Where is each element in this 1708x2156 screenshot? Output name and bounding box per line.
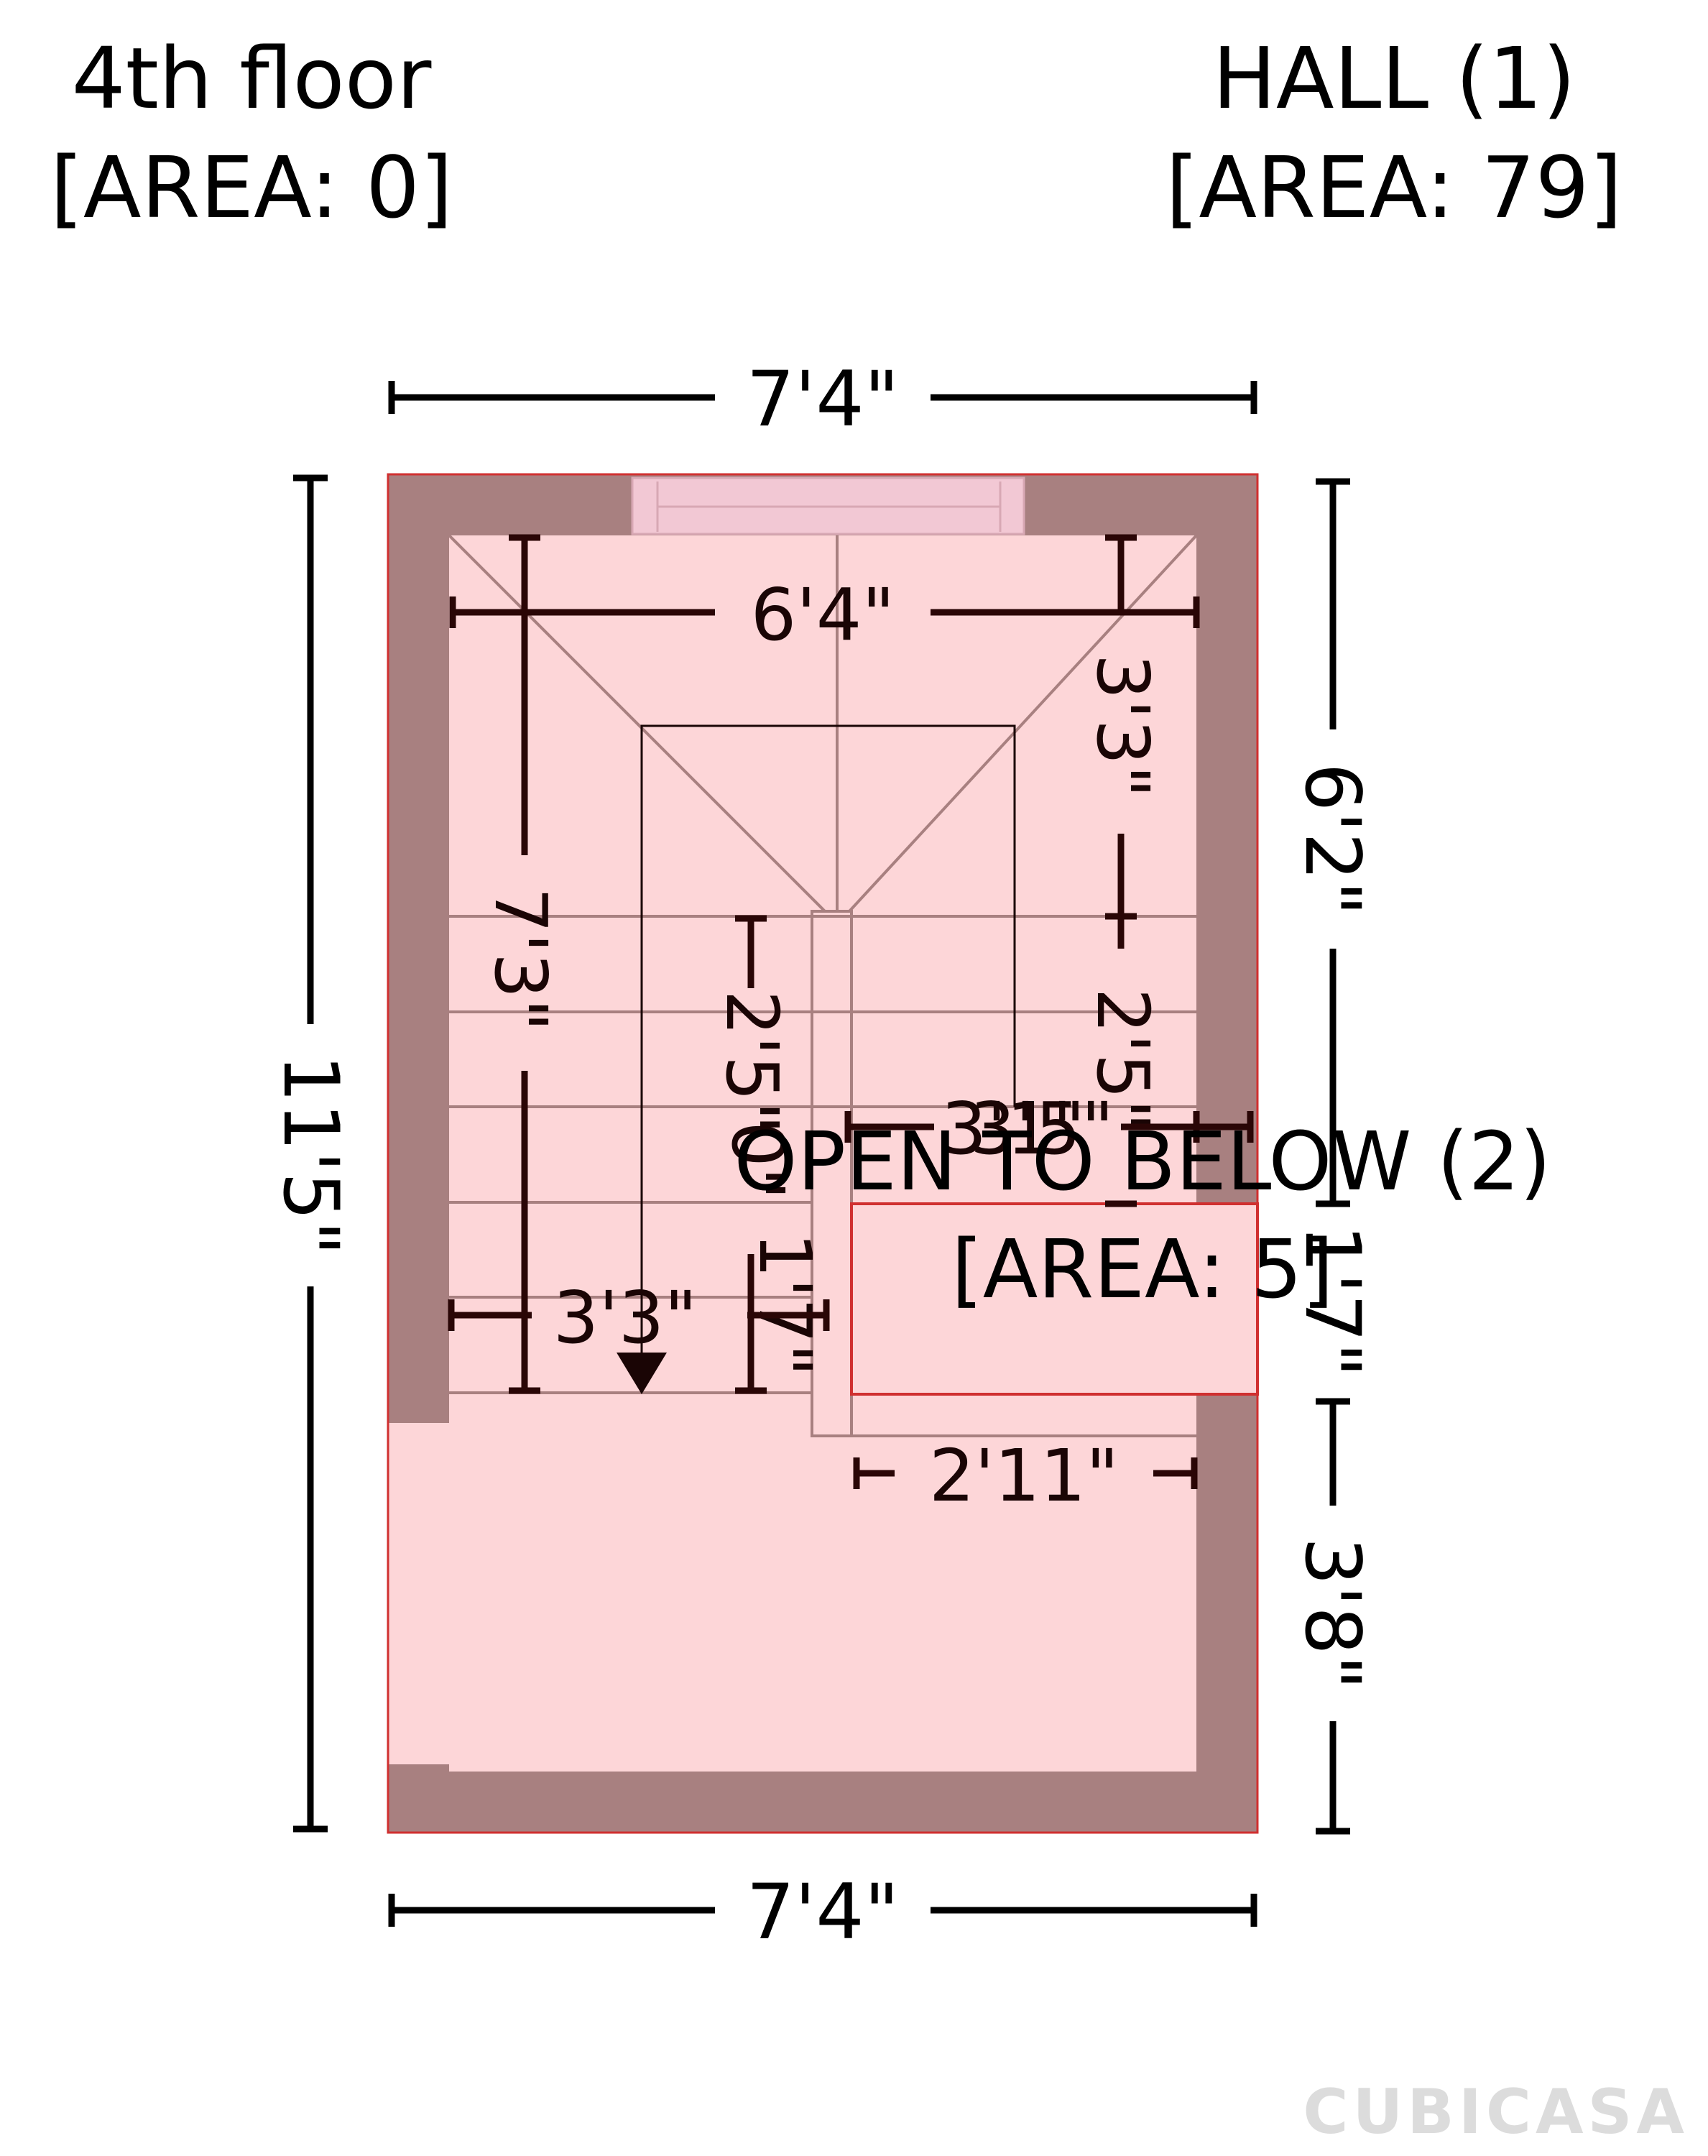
- staircase: [448, 534, 1198, 1437]
- dimension-outer-bottom: 7'4": [388, 1868, 1257, 1956]
- dimension-landing-width-label: 3'3": [553, 1276, 698, 1360]
- floor-name: 4th floor: [72, 29, 432, 128]
- floor-area: [AREA: 0]: [50, 138, 453, 237]
- dimension-inner-small-1-label: 0": [716, 1121, 800, 1200]
- room-hall-name: HALL (1): [1212, 29, 1576, 128]
- dimension-opening-top: 3'1" 3'5": [844, 1087, 1254, 1171]
- dimension-outer-top-label: 7'4": [747, 355, 900, 443]
- dimension-inner-width: 6'4": [449, 573, 1200, 657]
- dimension-inner-center-height-label: 2'5": [710, 990, 794, 1135]
- dimension-inner-right-upper: 3'3": [1081, 534, 1165, 949]
- dimension-opening-bottom: 2'11": [853, 1434, 1198, 1518]
- dimension-right-stack: 6'2" 1'7" 3'8": [1288, 478, 1377, 1835]
- dimension-inner-center: 2'5" 1'7" 0": [710, 915, 827, 1394]
- room-hall-area: [AREA: 79]: [1165, 138, 1622, 237]
- dimension-right-lower-label: 3'8": [1288, 1537, 1377, 1690]
- dimension-right-upper-label: 6'2": [1288, 763, 1377, 916]
- dimension-inner-center-small-label: 1'7": [743, 1233, 827, 1377]
- dimension-opening-top-2-label: 3'5": [970, 1087, 1114, 1171]
- dimension-right-middle-label: 1'7": [1288, 1225, 1377, 1378]
- dimension-landing-width: 3'3": [448, 1276, 830, 1360]
- winder-line-right: [848, 534, 1198, 913]
- dimension-opening-bottom-label: 2'11": [929, 1434, 1119, 1518]
- dimension-outer-left: 11'5": [267, 474, 355, 1833]
- left-wall-opening: [388, 1423, 449, 1764]
- walkline-arrow-icon: [617, 1353, 667, 1394]
- building-outline: [387, 473, 1259, 1834]
- dimension-inner-left-height-label: 7'3": [479, 888, 563, 1032]
- dimension-opening-top-label: 3'1": [941, 1087, 1086, 1171]
- dimension-inner-right-upper-label: 3'3": [1081, 654, 1165, 798]
- room-open-to-below-area: [AREA: 5]: [951, 1223, 1334, 1317]
- dimension-inner-right-lower-label: 2'5": [1081, 988, 1165, 1133]
- building-walls: [387, 473, 1259, 1834]
- hall-floor: [449, 535, 1196, 1772]
- open-to-below-room: [850, 1202, 1259, 1396]
- dimension-inner-left-height: 7'3": [479, 534, 563, 1394]
- room-open-to-below-name: OPEN TO BELOW (2): [734, 1115, 1551, 1209]
- dimension-outer-top: 7'4": [388, 355, 1257, 443]
- dimension-inner-width-label: 6'4": [751, 573, 895, 657]
- dimension-inner-right-lower: 2'5": [1081, 988, 1165, 1207]
- winder-line-left: [448, 534, 826, 913]
- dimension-outer-bottom-label: 7'4": [747, 1868, 900, 1956]
- dimension-outer-left-label: 11'5": [267, 1054, 355, 1256]
- walkline: [640, 724, 1016, 1362]
- cubicasa-logo: CUBICASA: [1303, 2076, 1689, 2148]
